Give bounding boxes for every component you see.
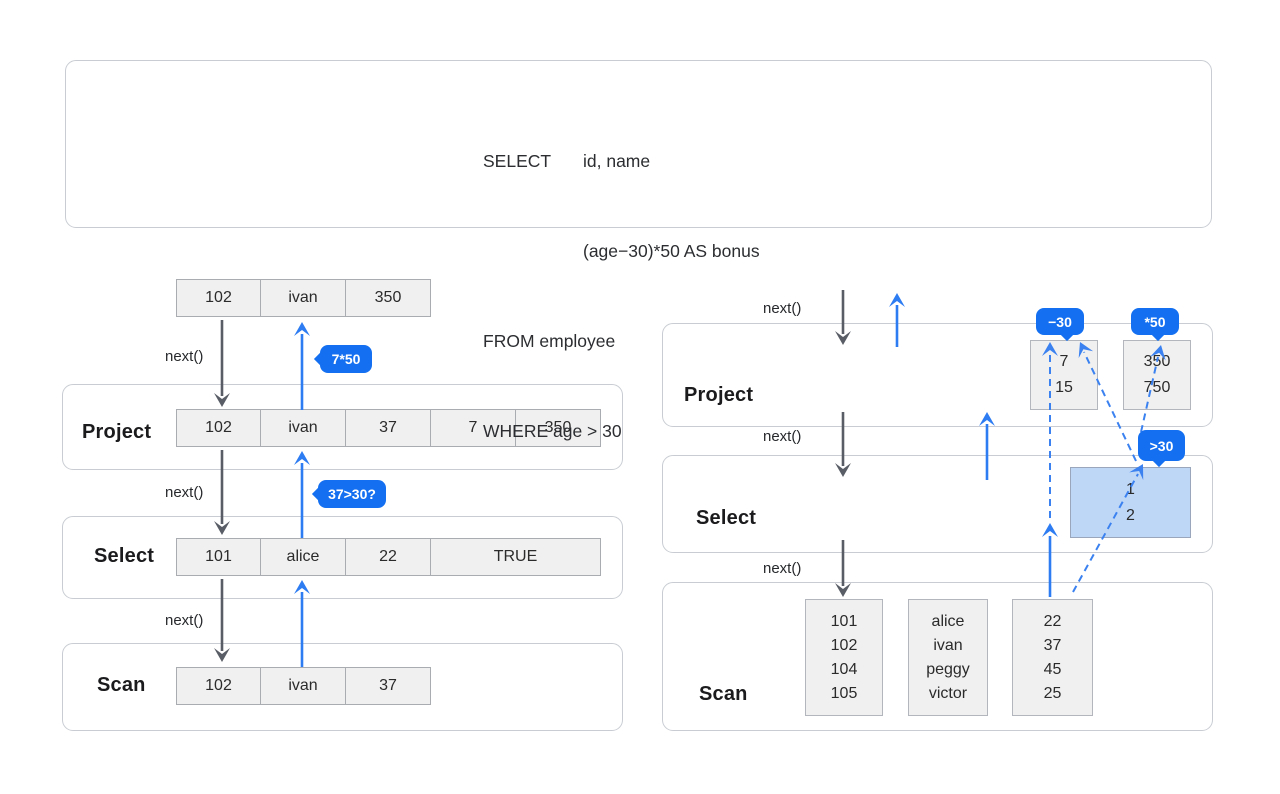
left-scan-label: Scan — [97, 674, 146, 696]
badge-text: *50 — [1144, 313, 1166, 330]
tuple-cell: 37 — [346, 667, 431, 705]
sql-query-box — [65, 60, 1212, 228]
tuple-cell: 102 — [176, 279, 261, 317]
tuple-cell: 350 — [516, 409, 601, 447]
tuple-cell: 101 — [176, 538, 261, 576]
badge-times-50: *50 — [1131, 308, 1179, 342]
tuple-cell: 37 — [346, 409, 431, 447]
selection-vector-box: 1 2 — [1070, 467, 1191, 538]
vector-value: 7 — [1059, 353, 1069, 370]
tuple-cell: 102 — [176, 409, 261, 447]
sql-query-text: SELECT id, name (age−30)*50 AS bonus FROM… — [483, 86, 760, 506]
vector-value: 104 — [830, 660, 858, 678]
tuple-cell: ivan — [261, 667, 346, 705]
left-project-label: Project — [82, 421, 152, 443]
badge-project-expression: 7*50 — [313, 345, 372, 373]
next-call-label: next() — [763, 428, 802, 445]
vector-value: 2 — [1126, 506, 1135, 524]
vector-value: 22 — [1043, 612, 1062, 630]
tuple-cell: ivan — [261, 279, 346, 317]
badge-tail — [311, 486, 327, 502]
tuple-cell: 22 — [346, 538, 431, 576]
tuple-cell: 7 — [431, 409, 516, 447]
id-column-vector-box: 101 102 104 105 — [805, 599, 883, 716]
age-column-vector-box: 22 37 45 25 — [1012, 599, 1093, 716]
vector-value: 15 — [1055, 379, 1073, 396]
sql-bonus-expression: (age−30)*50 AS bonus — [583, 241, 760, 261]
badge-gt-30: >30 — [1138, 430, 1185, 468]
times-result-vector-box: 350 750 — [1123, 340, 1191, 410]
next-call-label: next() — [165, 348, 204, 365]
vector-value: peggy — [926, 660, 970, 678]
vector-value: 750 — [1143, 379, 1171, 396]
vector-value: alice — [931, 612, 965, 630]
vector-value: ivan — [933, 636, 963, 654]
tuple-cell: 102 — [176, 667, 261, 705]
vector-value: 45 — [1043, 660, 1062, 678]
vector-value: 105 — [830, 684, 858, 702]
left-result-tuple-row: 102 ivan 350 — [176, 279, 431, 317]
right-select-label: Select — [696, 507, 757, 529]
tuple-cell: ivan — [261, 409, 346, 447]
badge-tail — [313, 351, 329, 367]
left-project-tuple-row: 102 ivan 37 7 350 — [176, 409, 601, 447]
next-call-label: next() — [165, 612, 204, 629]
badge-text: 37>30? — [328, 486, 376, 502]
left-scan-tuple-row: 102 ivan 37 — [176, 667, 431, 705]
vector-value: victor — [928, 684, 968, 702]
left-select-tuple-row: 101 alice 22 TRUE — [176, 538, 601, 576]
name-column-vector-box: alice ivan peggy victor — [908, 599, 988, 716]
sql-from-clause: FROM employee — [483, 331, 616, 351]
badge-text: >30 — [1149, 437, 1174, 454]
next-call-label: next() — [763, 560, 802, 577]
minus-result-vector-box: 7 15 — [1030, 340, 1098, 410]
right-project-label: Project — [684, 384, 754, 406]
tuple-cell: alice — [261, 538, 346, 576]
next-call-label: next() — [763, 300, 802, 317]
tuple-cell: TRUE — [431, 538, 601, 576]
vector-value: 102 — [830, 636, 858, 654]
sql-select-keyword: SELECT — [483, 151, 552, 171]
vector-value: 350 — [1143, 353, 1171, 370]
sql-select-columns: id, name — [583, 151, 651, 171]
badge-select-predicate: 37>30? — [311, 480, 386, 508]
vector-value: 1 — [1126, 480, 1135, 498]
sql-select-line: SELECT id, name — [483, 146, 760, 176]
badge-minus-30: −30 — [1036, 308, 1084, 342]
badge-text: −30 — [1048, 313, 1072, 330]
vector-value: 37 — [1043, 636, 1062, 654]
badge-text: 7*50 — [331, 351, 361, 367]
right-scan-label: Scan — [699, 683, 748, 705]
next-call-label: next() — [165, 484, 204, 501]
tuple-cell: 350 — [346, 279, 431, 317]
vector-value: 25 — [1043, 684, 1062, 702]
left-select-label: Select — [94, 545, 155, 567]
vector-value: 101 — [830, 612, 858, 630]
sql-where-clause: WHERE age > 30 — [483, 421, 622, 441]
